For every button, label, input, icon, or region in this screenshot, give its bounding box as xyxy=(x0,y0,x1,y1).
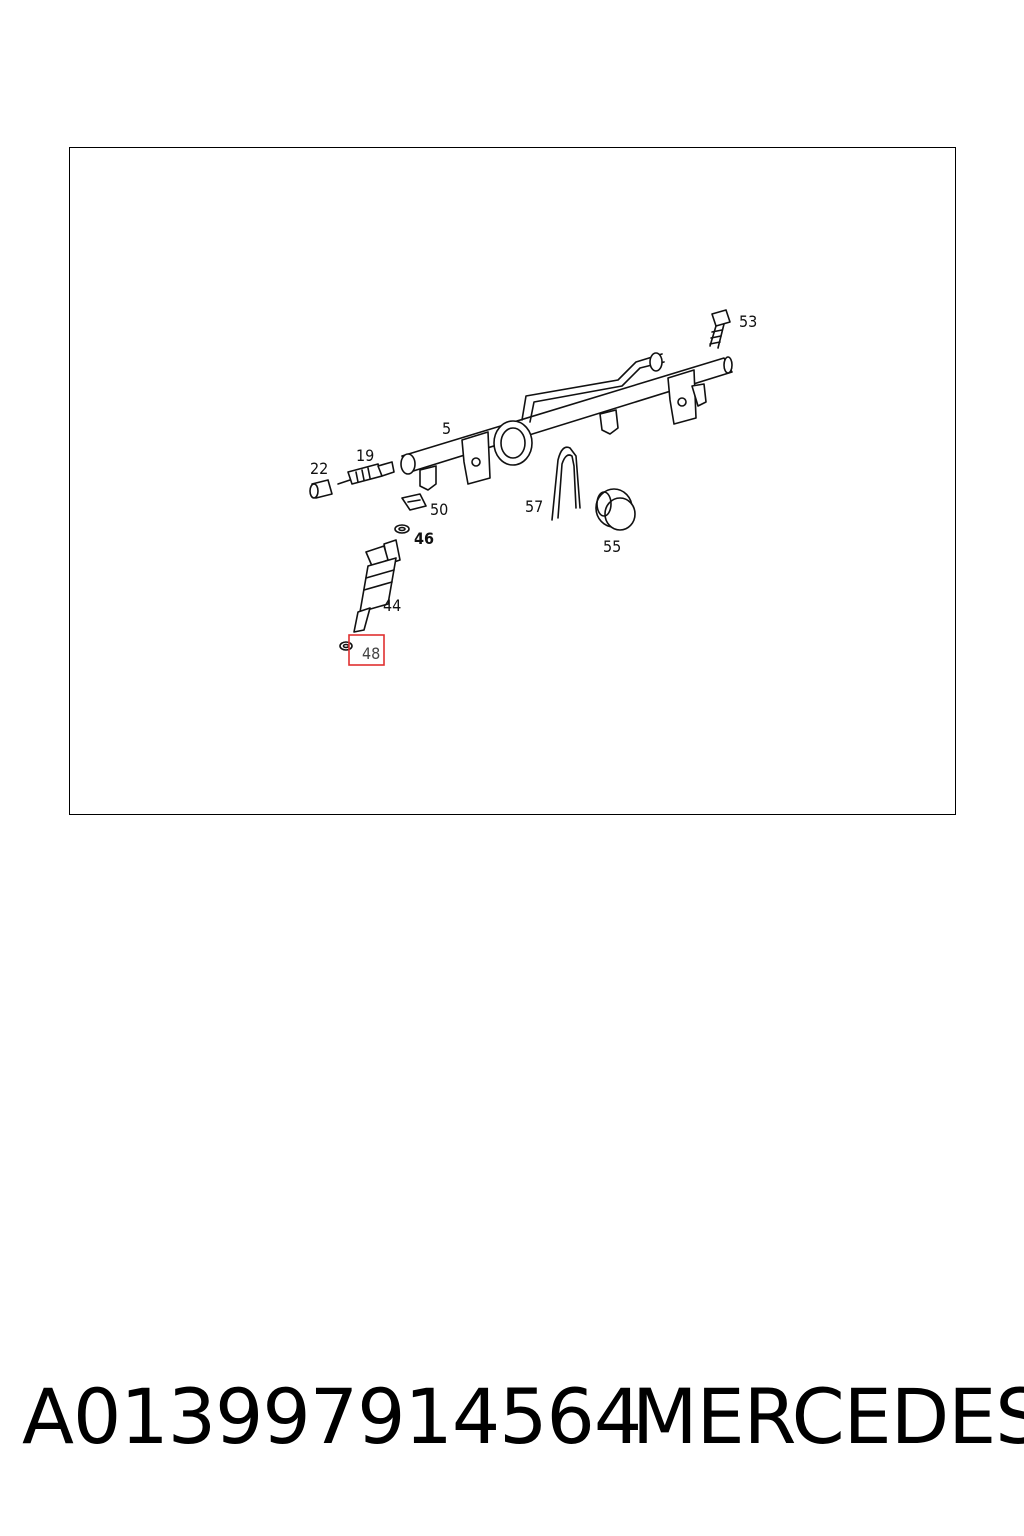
bolt-part[interactable] xyxy=(709,309,731,349)
callout-46[interactable]: 46 xyxy=(414,529,434,548)
callout-5[interactable]: 5 xyxy=(442,419,451,438)
diagram-frame xyxy=(69,147,956,815)
callout-48-highlight xyxy=(348,634,385,666)
callout-53[interactable]: 53 xyxy=(739,312,757,331)
valve-part[interactable] xyxy=(337,461,395,485)
fuel-rail-part[interactable] xyxy=(400,352,733,491)
brand-name: MERCEDES xyxy=(632,1372,1024,1461)
o-ring-upper-part[interactable] xyxy=(394,524,410,534)
o-ring-lower-part[interactable] xyxy=(339,641,353,651)
callout-57[interactable]: 57 xyxy=(525,497,543,516)
callout-19[interactable]: 19 xyxy=(356,446,374,465)
injector-part[interactable] xyxy=(353,539,401,633)
footer: A013997914564 MERCEDES xyxy=(0,1372,1024,1472)
cap-part[interactable] xyxy=(309,479,333,499)
callout-48[interactable]: 48 xyxy=(362,644,380,663)
callout-55[interactable]: 55 xyxy=(603,537,621,556)
part-number: A013997914564 xyxy=(22,1372,642,1461)
clip-part[interactable] xyxy=(401,493,427,511)
callout-44[interactable]: 44 xyxy=(383,596,401,615)
callout-22[interactable]: 22 xyxy=(310,459,328,478)
callout-50[interactable]: 50 xyxy=(430,500,448,519)
damper-part[interactable] xyxy=(595,488,636,531)
spring-clip-part[interactable] xyxy=(551,446,581,521)
